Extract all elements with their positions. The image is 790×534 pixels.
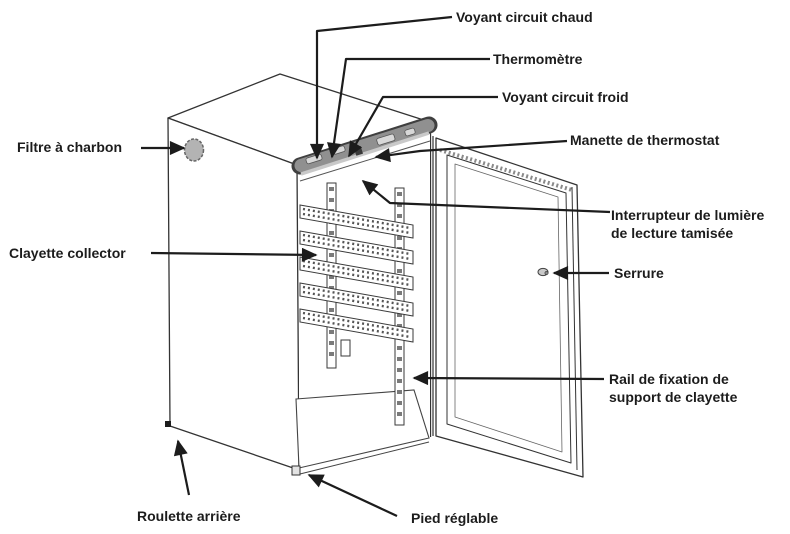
shelf [299,204,414,239]
interior-floor [295,389,430,469]
shelf [299,256,414,291]
label-rail-fixation: Rail de fixation de support de clayette [609,371,738,405]
rear-wheel [165,421,171,427]
adjustable-foot [291,465,301,476]
leader-rail-fixation [412,371,605,386]
leader-interrupteur-lumiere [361,180,611,214]
door-inner-panel [454,163,563,453]
door [432,136,584,478]
leader-pied-reglable [307,474,398,517]
label-roulette-arriere: Roulette arrière [137,508,241,524]
shelf-bracket [340,339,351,357]
leader-roulette-arriere [173,439,191,496]
label-manette-thermostat: Manette de thermostat [570,132,720,148]
label-clayette-collector: Clayette collector [9,245,126,261]
door-outer-edge-line [571,186,578,471]
cabinet-left-panel [167,117,300,471]
leader-clayette-collector [150,247,318,262]
shelf [299,308,414,343]
shelves [299,204,414,343]
leader-voyant-circuit-froid [348,95,498,158]
door-face [435,137,584,478]
label-serrure: Serrure [614,265,664,281]
feet [165,421,301,476]
door-top-seal [439,148,573,192]
shelf [299,282,414,317]
label-pied-reglable: Pied réglable [411,510,499,526]
label-interrupteur-lumiere: Interrupteur de lumière de lecture tamis… [611,207,765,241]
leader-manette-thermostat [374,139,568,163]
shelf [299,230,414,265]
label-thermometre: Thermomètre [493,51,583,67]
charcoal-filter [183,138,205,162]
label-voyant-circuit-chaud: Voyant circuit chaud [456,9,593,25]
label-voyant-circuit-froid: Voyant circuit froid [502,89,629,105]
door-inner-frame [446,154,572,464]
leader-thermometre [327,57,490,159]
door-lock [537,267,549,277]
leader-lines [141,15,611,517]
plinth-line [299,441,430,475]
cold-circuit-indicator [376,133,396,146]
label-filtre-charbon: Filtre à charbon [17,139,123,155]
cabinet-interior [295,129,431,475]
leader-voyant-circuit-chaud [309,15,453,160]
